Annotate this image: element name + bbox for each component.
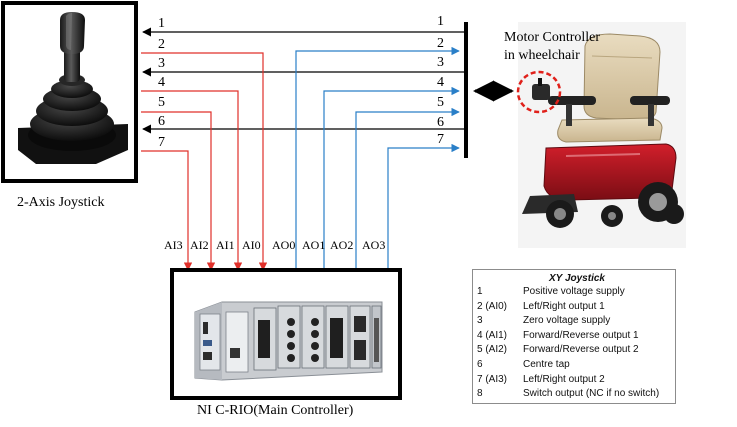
legend-pin: 3 [477, 315, 483, 327]
legend-row: 2 (AI0) Left/Right output 1 [477, 300, 671, 315]
joystick-wires [141, 22, 515, 271]
bus-wire-number: 3 [437, 55, 444, 70]
bus-wire-number: 7 [437, 132, 444, 147]
ao-label: AO2 [330, 238, 353, 252]
joystick-wire-numbers: 1 2 3 4 5 6 7 [158, 16, 165, 150]
legend-pin: 8 [477, 388, 483, 400]
legend-row: 6 Centre tap [477, 358, 671, 373]
ai-label: AI0 [242, 238, 261, 252]
bus-wire-numbers: 1 2 3 4 5 6 7 [437, 14, 444, 147]
motor-controller-label: Motor Controller in wheelchair [504, 30, 600, 63]
ai-label: AI1 [216, 238, 235, 252]
joystick-wire-number: 5 [158, 95, 165, 110]
legend-pin: 6 [477, 358, 483, 370]
legend-pin: 7 (AI3) [477, 373, 508, 385]
joystick-wire-number: 6 [158, 114, 165, 129]
joystick-image [1, 1, 138, 183]
legend-desc: Forward/Reverse output 1 [523, 329, 639, 341]
ao-label: AO3 [362, 238, 385, 252]
legend-pin: 1 [477, 286, 483, 297]
analog-io-labels: AI3 AI2 AI1 AI0 AO0 AO1 AO2 AO3 [164, 238, 385, 252]
legend-desc: Left/Right output 1 [523, 300, 605, 312]
bus-wire-number: 6 [437, 115, 444, 130]
legend-row: 3 Zero voltage supply [477, 314, 671, 329]
ao-label: AO1 [302, 238, 325, 252]
ai-label: AI3 [164, 238, 183, 252]
bus-wire-number: 1 [437, 14, 444, 29]
legend-title: XY Joystick [549, 273, 605, 284]
legend-row: 5 (AI2) Forward/Reverse output 2 [477, 343, 671, 358]
legend-desc: Left/Right output 2 [523, 373, 605, 385]
pinout-legend: XY Joystick 1 Positive voltage supply 2 (… [472, 269, 676, 404]
legend-pin: 4 (AI1) [477, 329, 508, 341]
joystick-wire-number: 7 [158, 135, 165, 150]
controller-caption: NI C-RIO(Main Controller) [197, 403, 354, 418]
joystick-caption: 2-Axis Joystick [17, 195, 105, 210]
joystick-wire-number: 4 [158, 75, 165, 90]
crio-controller-image [170, 268, 402, 400]
legend-desc: Centre tap [523, 358, 570, 370]
ai-label: AI2 [190, 238, 209, 252]
wheelchair-image [516, 22, 686, 248]
motor-controller-label-line: in wheelchair [504, 48, 580, 63]
bus-wire-number: 5 [437, 95, 444, 110]
bus-wire-number: 4 [437, 75, 444, 90]
legend-pin: 5 (AI2) [477, 344, 508, 356]
legend-desc: Zero voltage supply [523, 315, 611, 327]
ao-label: AO0 [272, 238, 295, 252]
bus-wire-number: 2 [437, 36, 444, 51]
joystick-wire-number: 1 [158, 16, 165, 31]
joystick-wire-number: 2 [158, 37, 165, 52]
legend-row: 8 Switch output (NC if no switch) [477, 387, 671, 402]
joystick-wire-number: 3 [158, 56, 165, 71]
legend-desc: Positive voltage supply [523, 286, 625, 297]
legend-desc: Switch output (NC if no switch) [523, 388, 660, 400]
legend-desc: Forward/Reverse output 2 [523, 344, 639, 356]
legend-pin: 2 (AI0) [477, 300, 508, 312]
legend-row: 4 (AI1) Forward/Reverse output 1 [477, 329, 671, 344]
legend-row: 7 (AI3) Left/Right output 2 [477, 373, 671, 388]
motor-controller-label-line: Motor Controller [504, 30, 600, 45]
legend-row: 1 Positive voltage supply [477, 285, 671, 300]
